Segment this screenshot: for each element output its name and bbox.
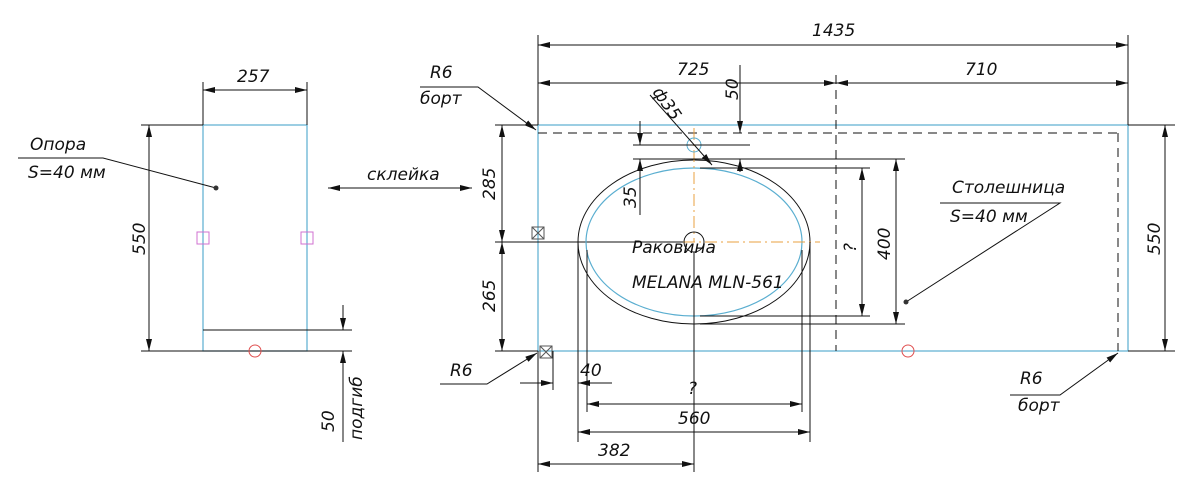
countertop-height-label: 550 xyxy=(1145,223,1165,255)
left-width-label: 725 xyxy=(677,60,709,80)
radius-bottom-right-note: борт xyxy=(1018,396,1061,416)
countertop-outline xyxy=(537,124,1129,352)
tap-to-edge-label: 35 xyxy=(621,186,641,208)
countertop: 1435 725 710 285 265 550 R6 борт R6 R6 б… xyxy=(420,21,1175,416)
leader-dot-icon xyxy=(213,185,219,191)
center-offset-label: 382 xyxy=(598,441,630,461)
bend-dim-label: 50 xyxy=(319,410,339,432)
right-width-label: 710 xyxy=(965,60,997,80)
depth-label: 400 xyxy=(875,228,895,260)
support-panel: 257 550 Опора S=40 мм 50 подгиб xyxy=(18,67,367,442)
marker-circle-icon xyxy=(248,344,262,358)
radius-top-left: R6 xyxy=(430,63,453,83)
width-label: 560 xyxy=(678,409,710,429)
support-outline xyxy=(202,124,308,352)
total-width-label: 1435 xyxy=(812,21,855,41)
support-height-label: 550 xyxy=(130,223,150,255)
radius-bottom-right: R6 xyxy=(1020,369,1043,389)
support-label-1: Опора xyxy=(30,135,86,155)
sink-label-2: MELANA MLN-561 xyxy=(632,273,784,293)
leader-dot-icon xyxy=(903,299,909,305)
marker-circle-icon xyxy=(901,344,915,358)
radius-top-left-note: борт xyxy=(420,89,463,109)
drain-hole-icon xyxy=(683,231,705,253)
support-width-label: 257 xyxy=(237,67,270,87)
depth-unknown-label: ? xyxy=(841,243,861,252)
countertop-label-2: S=40 мм xyxy=(950,207,1028,227)
countertop-label-1: Столешница xyxy=(952,178,1065,198)
bottom-part-label: 265 xyxy=(480,280,500,312)
radius-bottom-left: R6 xyxy=(450,361,473,381)
tap-hole-label: ф35 xyxy=(648,83,685,124)
sink: Раковина MELANA MLN-561 ф35 50 35 ? 400 … xyxy=(520,65,905,472)
width-unknown-label: ? xyxy=(688,379,697,399)
joint-label: склейка xyxy=(367,165,440,185)
bend-label: подгиб xyxy=(347,376,367,440)
marker-square-icon xyxy=(196,231,210,245)
edge-offset-label: 40 xyxy=(580,361,602,381)
marker-square-icon xyxy=(300,231,314,245)
sink-label-1: Раковина xyxy=(632,238,716,258)
crossed-square-icon xyxy=(531,226,545,240)
top-part-label: 285 xyxy=(480,168,500,200)
crossed-square-icon xyxy=(539,345,553,359)
support-label-2: S=40 мм xyxy=(28,163,106,183)
tap-offset-label: 50 xyxy=(723,78,743,100)
